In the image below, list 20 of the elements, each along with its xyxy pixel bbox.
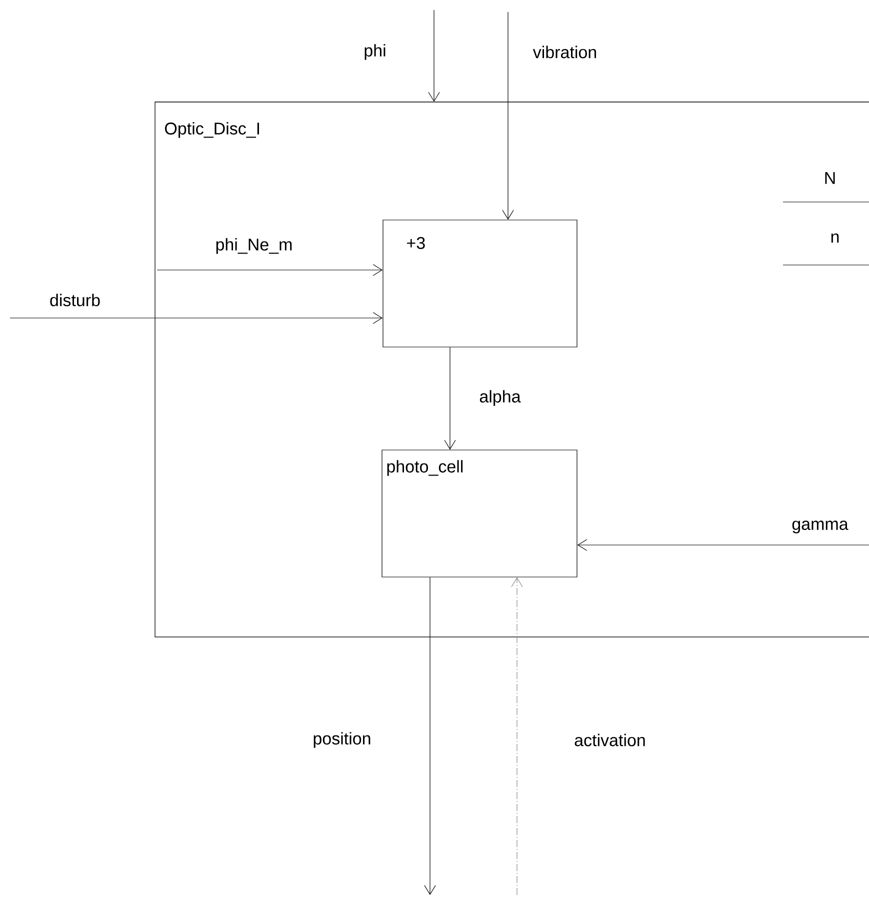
arrow (156, 264, 383, 276)
arrow (511, 577, 523, 896)
edge-label: disturb (48, 292, 102, 308)
process-box: +3 (382, 220, 578, 348)
arrow (10, 312, 383, 324)
edge-label: position (312, 731, 372, 749)
edge-label: phi_Ne_m (214, 237, 294, 255)
edge-label: phi (362, 43, 388, 61)
arrow (428, 10, 440, 102)
arrow (502, 12, 514, 220)
store-label: N (825, 172, 835, 184)
store-label: n (831, 233, 839, 243)
arrow (444, 347, 456, 450)
process-box: photo_cell (382, 450, 578, 578)
edge-label: gamma (790, 520, 850, 534)
edge-label: vibration (532, 44, 598, 60)
edge-label: alpha (478, 389, 522, 407)
arrow (577, 539, 869, 551)
edge-label: activation (573, 732, 647, 748)
arrow (424, 577, 436, 896)
